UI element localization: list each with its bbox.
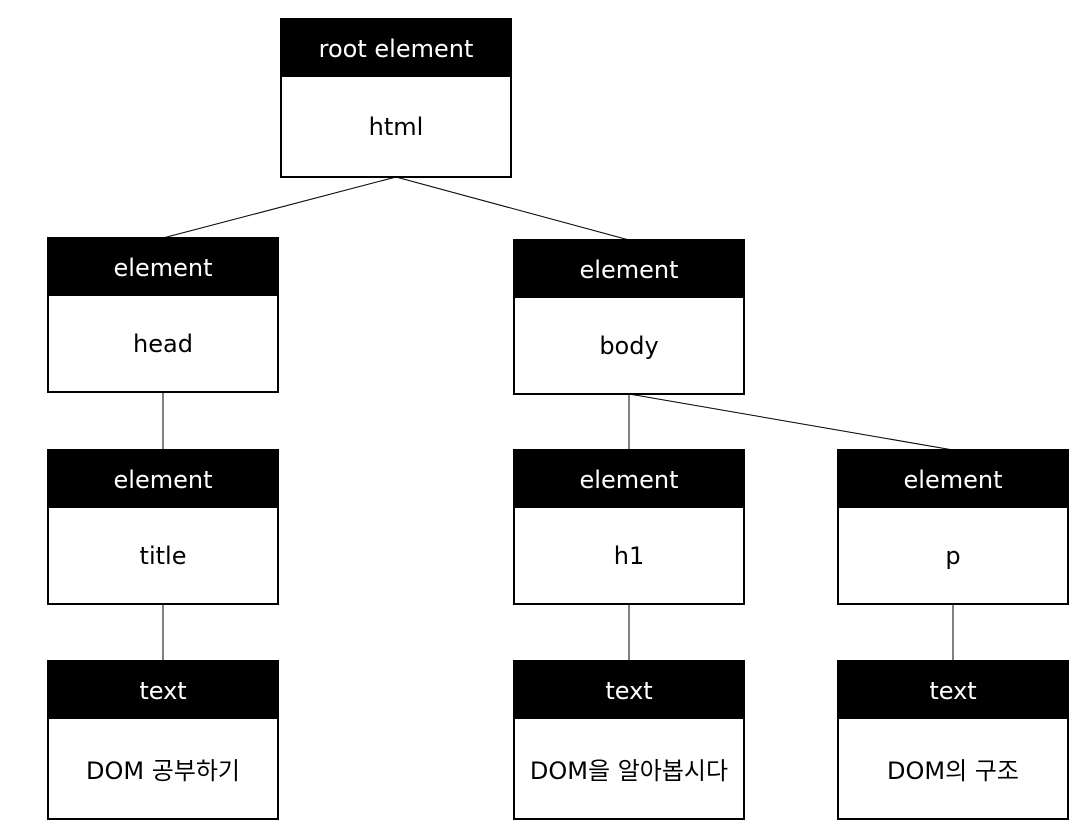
node-type-label: element [515,241,743,298]
node-type-label: element [49,451,277,508]
node-type-label: element [839,451,1067,508]
edge-body-p [628,393,954,451]
node-text-content: DOM을 알아봅시다 [529,757,729,785]
node-name-label: title [139,541,187,570]
node-text-p: text DOM의 구조 [837,660,1069,820]
node-title: element title [47,449,279,605]
node-p: element p [837,449,1069,605]
node-text-title: text DOM 공부하기 [47,660,279,820]
node-head: element head [47,237,279,393]
node-type-label: root element [282,20,510,77]
node-name-label: h1 [613,541,645,570]
node-type-label: text [49,662,277,719]
node-text-h1: text DOM을 알아봅시다 [513,660,745,820]
node-name-label: p [945,541,961,570]
node-name-label: body [599,331,659,360]
node-name-label: head [133,329,193,358]
edge-html-head [162,176,397,239]
node-text-content: DOM의 구조 [887,757,1019,785]
node-name-label: html [368,112,424,141]
node-text-content: DOM 공부하기 [85,757,241,785]
node-type-label: element [49,239,277,296]
node-type-label: text [839,662,1067,719]
node-type-label: element [515,451,743,508]
edge-html-body [395,176,630,241]
node-body: element body [513,239,745,395]
node-html: root element html [280,18,512,178]
node-h1: element h1 [513,449,745,605]
node-type-label: text [515,662,743,719]
